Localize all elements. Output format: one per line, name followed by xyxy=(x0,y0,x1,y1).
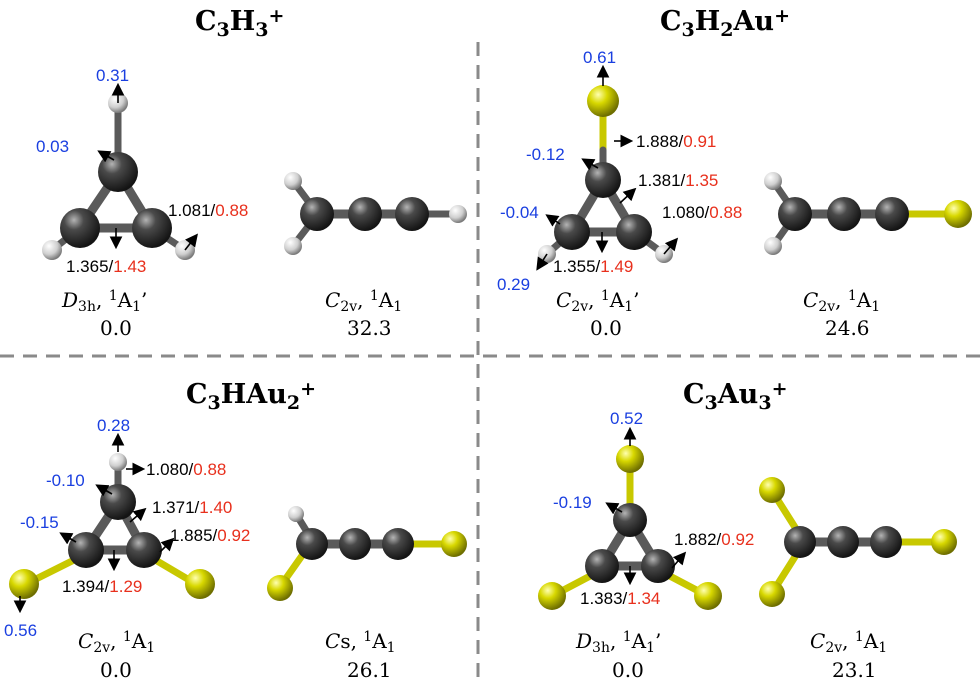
bond-label: 1.888/0.91 xyxy=(636,132,716,151)
carbon-atom xyxy=(300,197,334,231)
charge-label: 0.31 xyxy=(96,66,129,85)
carbon-atom xyxy=(296,528,328,560)
panel-c3hau2: C3HAu2+ 0.28 -0.10 -0.15 0.56 1.080/0.88 xyxy=(4,378,467,682)
gold-atom xyxy=(441,531,467,557)
gold-atom xyxy=(9,569,39,599)
carbon-atom xyxy=(585,162,621,198)
panel-c3au3: C3Au3+ 0.52 -0.19 1.882/0.92 1.383/1.34 … xyxy=(538,378,957,682)
gold-atom xyxy=(267,575,293,601)
gold-atom xyxy=(759,581,785,607)
relative-energy: 0.0 xyxy=(612,658,644,682)
hydrogen-atom xyxy=(284,237,302,255)
bond-label: 1.355/1.49 xyxy=(553,257,633,276)
point-group-label: D3h, 1A1’ xyxy=(61,288,147,315)
bond-label: 1.882/0.92 xyxy=(674,530,754,549)
bond-label: 1.365/1.43 xyxy=(66,257,146,276)
gold-atom xyxy=(759,477,785,503)
gold-atom xyxy=(944,200,972,228)
charge-label: 0.56 xyxy=(4,621,37,640)
relative-energy: 23.1 xyxy=(832,658,877,682)
hydrogen-atom xyxy=(764,172,782,190)
carbon-atom xyxy=(870,526,902,558)
panel-c3h2au: C3H2Au+ 0.61 -0.12 -0.04 0.29 1.888/0. xyxy=(497,5,972,340)
molecule-linear xyxy=(764,172,972,255)
carbon-atom xyxy=(68,532,104,568)
hydrogen-atom xyxy=(449,205,467,223)
panel-c3h3: C3H3+ 0.31 0.03 1.081/0.88 1.365/1.43 D3… xyxy=(36,5,467,340)
carbon-atom xyxy=(875,197,909,231)
bond-label: 1.383/1.34 xyxy=(580,589,660,608)
carbon-atom xyxy=(827,197,861,231)
carbon-atom xyxy=(98,152,138,192)
carbon-atom xyxy=(616,214,652,250)
relative-energy: 24.6 xyxy=(825,316,870,340)
molecule-linear xyxy=(267,506,467,601)
point-group-label: C2v, 1A1 xyxy=(78,629,155,656)
gold-atom xyxy=(538,582,566,610)
point-group-label: C2v, 1A1 xyxy=(325,288,402,315)
molecule-cyclic xyxy=(538,445,722,610)
gold-atom xyxy=(694,582,722,610)
carbon-atom xyxy=(348,197,382,231)
molecule-cyclic xyxy=(42,93,195,260)
charge-label: -0.15 xyxy=(20,513,59,532)
hydrogen-atom xyxy=(42,240,62,260)
point-group-label: D3h, 1A1’ xyxy=(575,629,661,656)
charge-label: -0.12 xyxy=(526,145,565,164)
charge-label: 0.03 xyxy=(36,137,69,156)
relative-energy: 26.1 xyxy=(347,658,392,682)
point-group-label: Cs, 1A1 xyxy=(325,629,396,656)
relative-energy: 0.0 xyxy=(100,316,132,340)
bond-label: 1.381/1.35 xyxy=(638,171,718,190)
hydrogen-atom xyxy=(764,237,782,255)
carbon-atom xyxy=(585,549,619,583)
carbon-atom xyxy=(339,528,371,560)
carbon-atom xyxy=(784,526,816,558)
gold-atom xyxy=(587,85,619,117)
charge-label: 0.29 xyxy=(497,275,530,294)
panel-title: C3HAu2+ xyxy=(186,378,316,414)
bond-label: 1.394/1.29 xyxy=(62,577,142,596)
bond-label: 1.371/1.40 xyxy=(152,498,232,517)
charge-label: 0.52 xyxy=(610,409,643,428)
carbon-atom xyxy=(126,532,162,568)
bond-label: 1.080/0.88 xyxy=(662,203,742,222)
charge-label: 0.61 xyxy=(583,48,616,67)
panel-title: C3Au3+ xyxy=(683,378,787,414)
charge-label: -0.10 xyxy=(46,471,85,490)
carbon-atom xyxy=(382,528,414,560)
carbon-atom xyxy=(827,526,859,558)
charge-label: 0.28 xyxy=(97,416,130,435)
panel-title: C3H3+ xyxy=(195,5,284,41)
gold-atom xyxy=(616,445,644,473)
gold-atom xyxy=(931,529,957,555)
relative-energy: 0.0 xyxy=(590,316,622,340)
molecule-cyclic xyxy=(9,453,215,599)
hydrogen-atom xyxy=(284,172,302,190)
hydrogen-atom xyxy=(109,453,127,471)
carbon-atom xyxy=(613,503,647,537)
carbon-atom xyxy=(395,197,429,231)
charge-label: -0.19 xyxy=(553,493,592,512)
gold-atom xyxy=(185,569,215,599)
carbon-atom xyxy=(132,208,172,248)
hydrogen-atom xyxy=(288,506,304,522)
molecule-linear xyxy=(759,477,957,607)
carbon-atom xyxy=(778,197,812,231)
bond-label: 1.080/0.88 xyxy=(146,460,226,479)
carbon-atom xyxy=(554,214,590,250)
bond-label: 1.081/0.88 xyxy=(168,201,248,220)
charge-label: -0.04 xyxy=(500,203,539,222)
relative-energy: 32.3 xyxy=(347,316,392,340)
bond-label: 1.885/0.92 xyxy=(170,526,250,545)
carbon-atom xyxy=(60,208,100,248)
point-group-label: C2v, 1A1 xyxy=(803,288,880,315)
carbon-atom xyxy=(641,549,675,583)
point-group-label: C2v, 1A1 xyxy=(810,629,887,656)
molecule-linear xyxy=(284,172,467,255)
panel-title: C3H2Au+ xyxy=(660,5,790,41)
relative-energy: 0.0 xyxy=(100,658,132,682)
point-group-label: C2v, 1A1’ xyxy=(556,288,640,315)
